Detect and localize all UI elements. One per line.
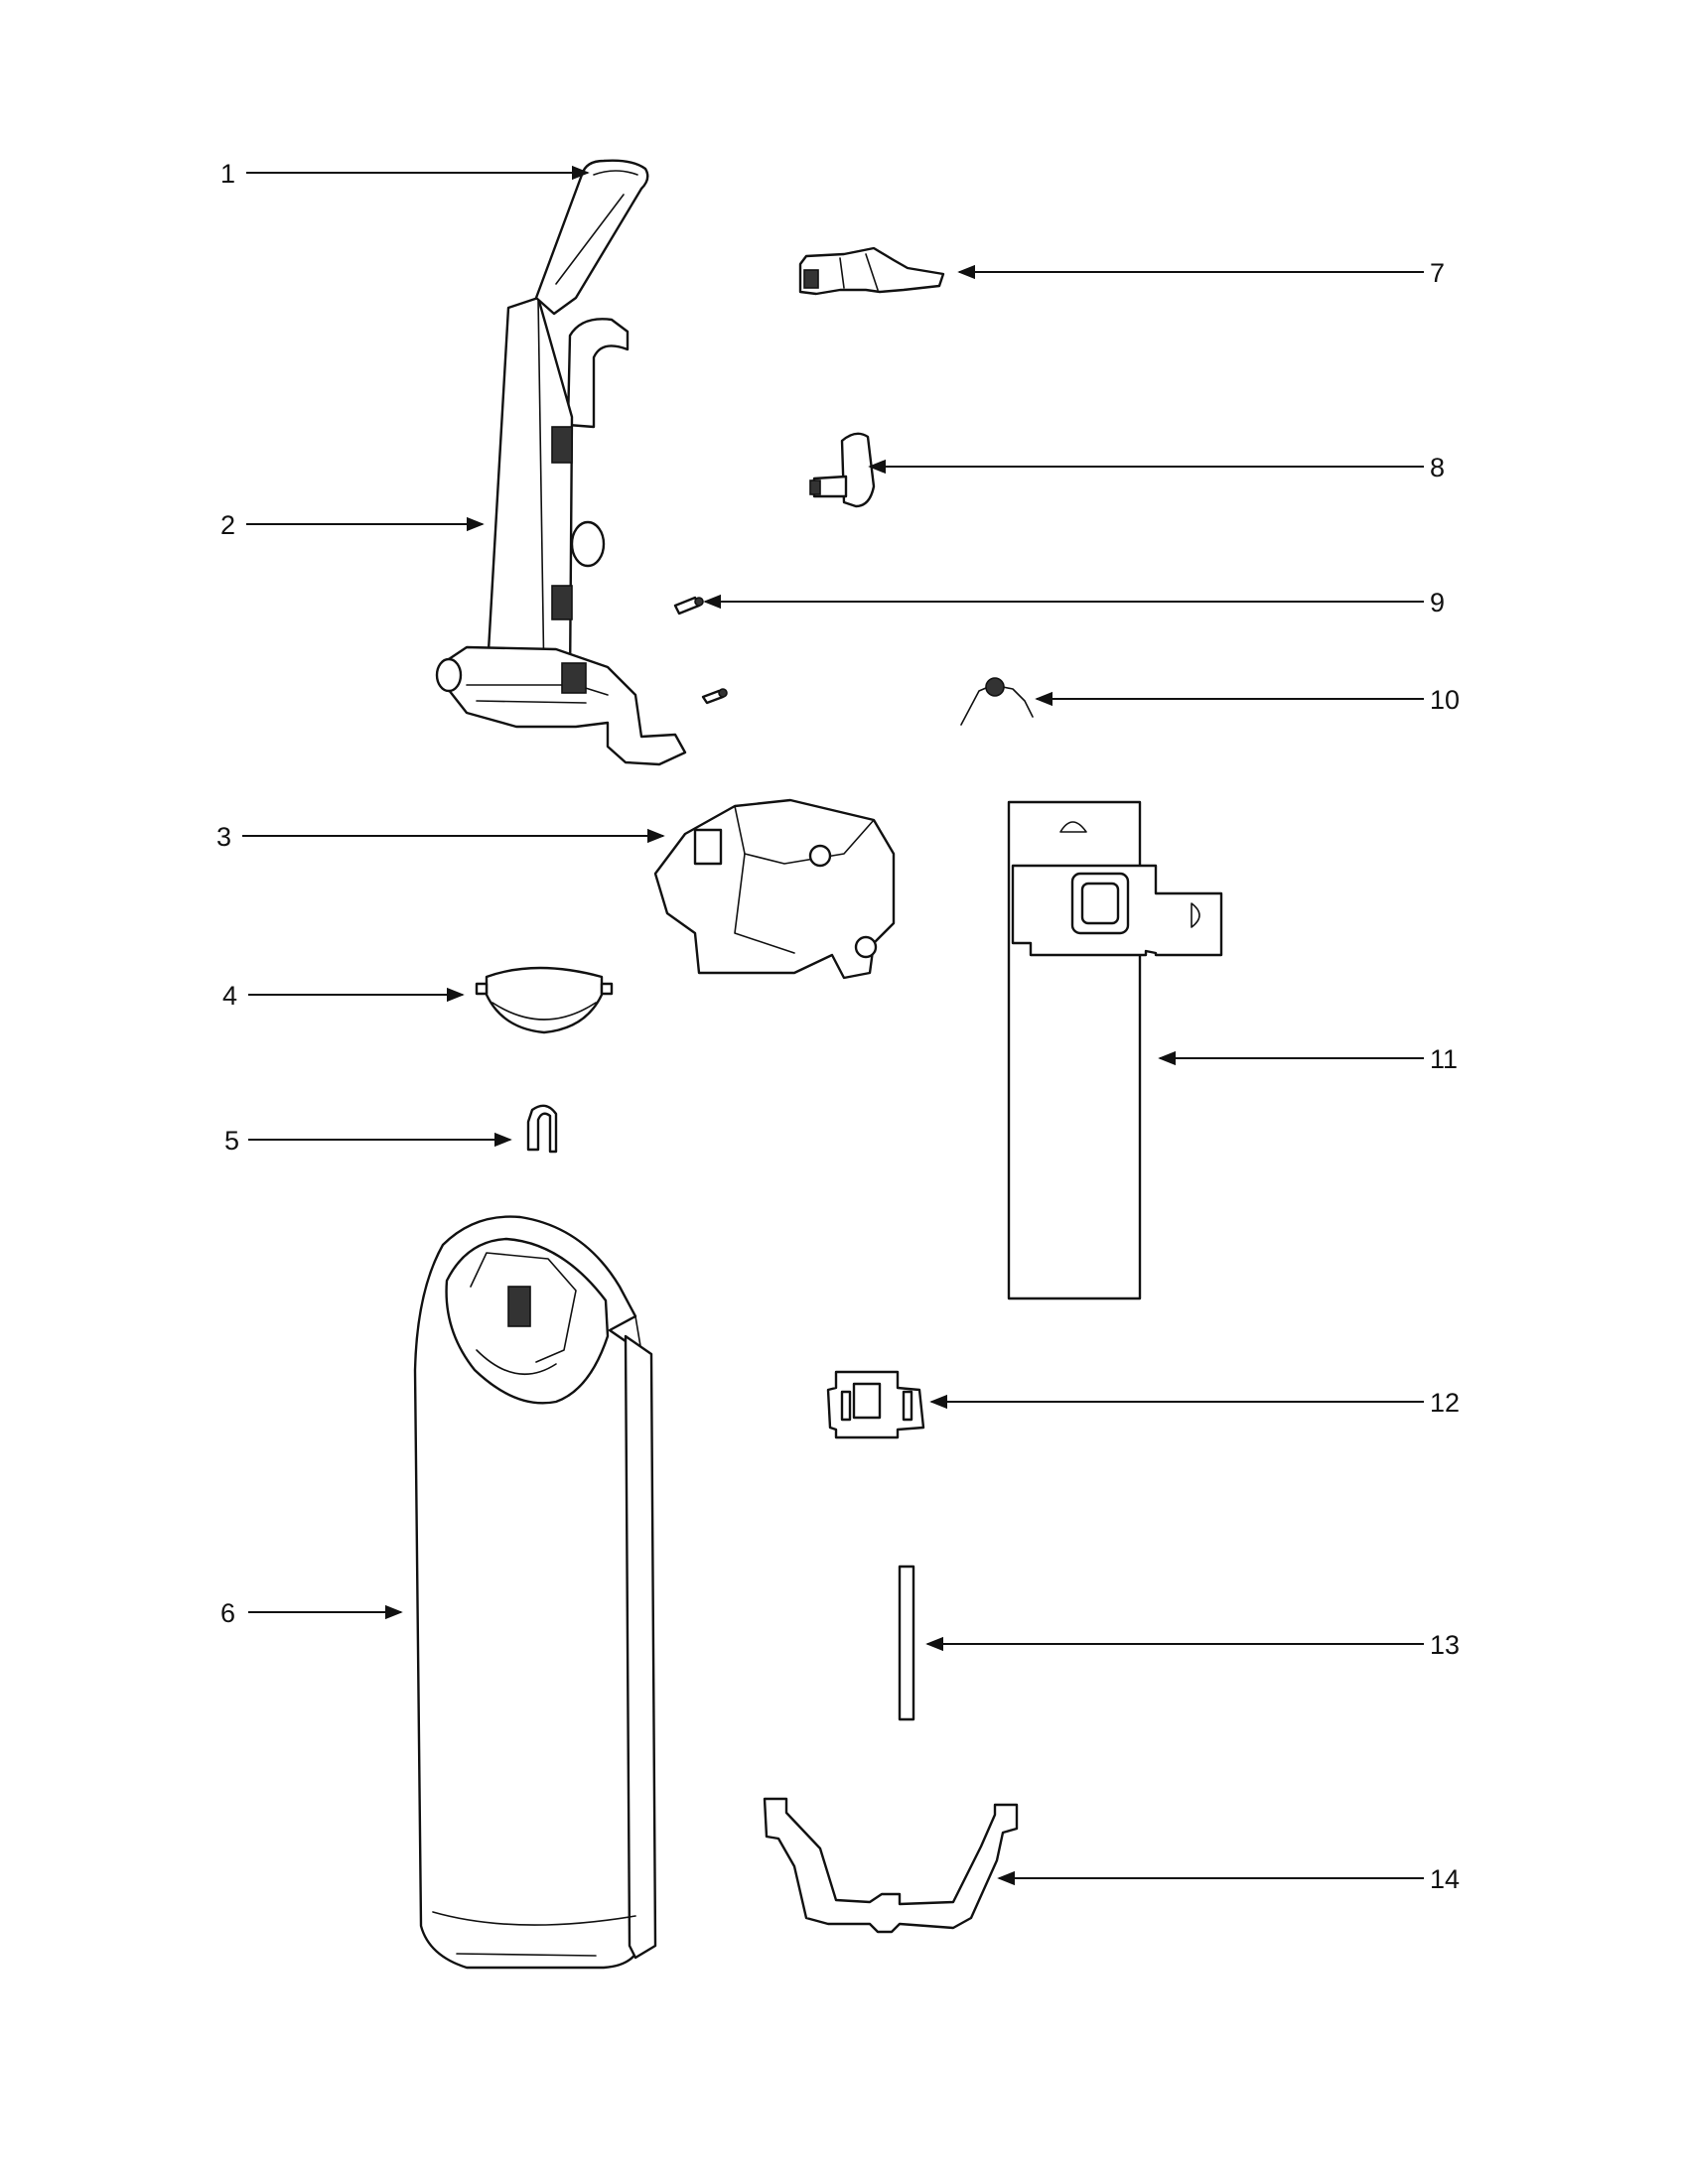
callout-11: 11 xyxy=(1430,1044,1458,1074)
callout-9: 9 xyxy=(1430,588,1445,617)
callout-5: 5 xyxy=(224,1126,239,1156)
callout-numbers: 1 2 3 4 5 6 7 8 9 10 11 12 13 14 xyxy=(216,159,1460,1894)
part-4-filter-cover xyxy=(475,966,614,1034)
part-2-upper-body xyxy=(435,296,687,766)
part-12-bag-collar xyxy=(826,1370,925,1439)
callout-13: 13 xyxy=(1430,1630,1460,1660)
callout-8: 8 xyxy=(1430,453,1445,482)
part-13-seal-strip xyxy=(898,1565,915,1721)
part-3-bag-housing xyxy=(653,798,896,980)
part-10-spring xyxy=(960,677,1034,726)
callout-14: 14 xyxy=(1430,1864,1460,1894)
part-7-release-lever xyxy=(798,246,945,296)
leader-lines xyxy=(242,165,1424,1886)
callout-6: 6 xyxy=(220,1598,235,1628)
callout-10: 10 xyxy=(1430,685,1460,715)
part-9-screw xyxy=(673,596,728,705)
part-14-bag-tray xyxy=(763,1797,1019,1934)
callout-7: 7 xyxy=(1430,258,1445,288)
callout-1: 1 xyxy=(220,159,235,189)
part-1-handle-grip xyxy=(534,159,649,316)
callout-2: 2 xyxy=(220,510,235,540)
part-8-knob xyxy=(809,432,876,508)
part-11-dust-bag xyxy=(1007,800,1223,1300)
callout-3: 3 xyxy=(216,822,231,852)
callout-12: 12 xyxy=(1430,1388,1460,1418)
part-6-bag-door xyxy=(413,1215,657,1970)
callout-4: 4 xyxy=(222,981,237,1011)
part-5-latch-clip xyxy=(526,1104,558,1154)
vent-icon xyxy=(551,426,573,620)
